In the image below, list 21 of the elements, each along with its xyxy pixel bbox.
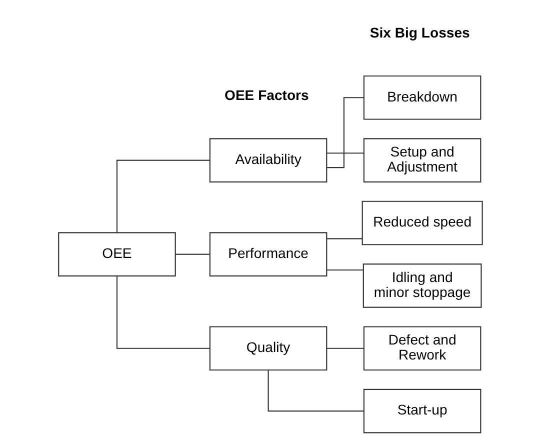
node-box: Setup and Adjustment [362, 138, 481, 182]
node-box: Breakdown [362, 74, 481, 120]
connector [267, 370, 364, 412]
connector [326, 347, 364, 348]
connector [326, 268, 363, 270]
connector [116, 159, 210, 232]
node-box: Start-up [362, 388, 481, 433]
node-box: Reduced speed [361, 200, 482, 245]
connector [326, 96, 364, 168]
node-box: Availability [208, 138, 327, 182]
node-box: Idling and minor stoppage [362, 263, 482, 308]
label: Six Big Losses [369, 24, 470, 40]
connector [326, 238, 362, 239]
connector [326, 152, 364, 154]
node-box: Defect and Rework [362, 326, 481, 370]
node-box: Quality [208, 326, 327, 370]
connector [116, 276, 210, 348]
node-box: OEE [58, 232, 176, 276]
label: OEE Factors [224, 86, 308, 103]
connector [175, 253, 209, 254]
node-box: Performance [208, 232, 327, 276]
